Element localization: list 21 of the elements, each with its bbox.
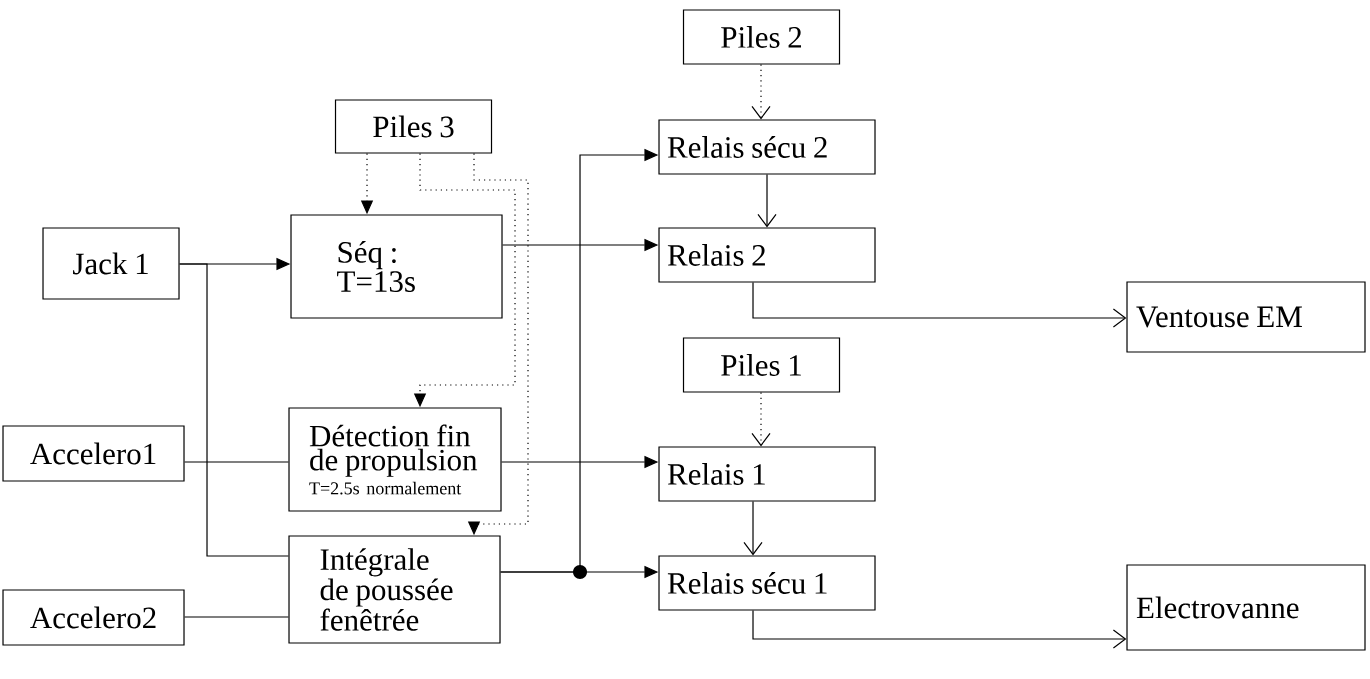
box: Electrovanne xyxy=(1126,564,1366,651)
box: Détection fin de propulsion T=2.5s normalement xyxy=(288,407,502,512)
arrow xyxy=(752,610,1127,649)
box: Jack 1 xyxy=(42,227,180,300)
box: Accelero1 xyxy=(2,425,185,482)
arrow xyxy=(751,392,771,447)
arrow xyxy=(751,64,771,120)
box: Ventouse EM xyxy=(1126,281,1366,353)
box: Piles 2 xyxy=(682,9,841,65)
arrow xyxy=(757,174,777,228)
box: Piles 1 xyxy=(682,337,841,393)
arrow xyxy=(743,501,763,556)
box: Intégrale de poussée fenêtrée xyxy=(288,535,501,644)
box: Relais sécu 2 xyxy=(658,119,876,175)
box: Relais sécu 1 xyxy=(658,555,876,611)
box: Accelero2 xyxy=(2,589,185,646)
box: Séq : T=13s xyxy=(290,214,503,319)
box: Piles 3 xyxy=(334,99,493,154)
arrow xyxy=(752,282,1127,328)
box: Relais 2 xyxy=(658,227,876,283)
box: Relais 1 xyxy=(658,446,876,502)
